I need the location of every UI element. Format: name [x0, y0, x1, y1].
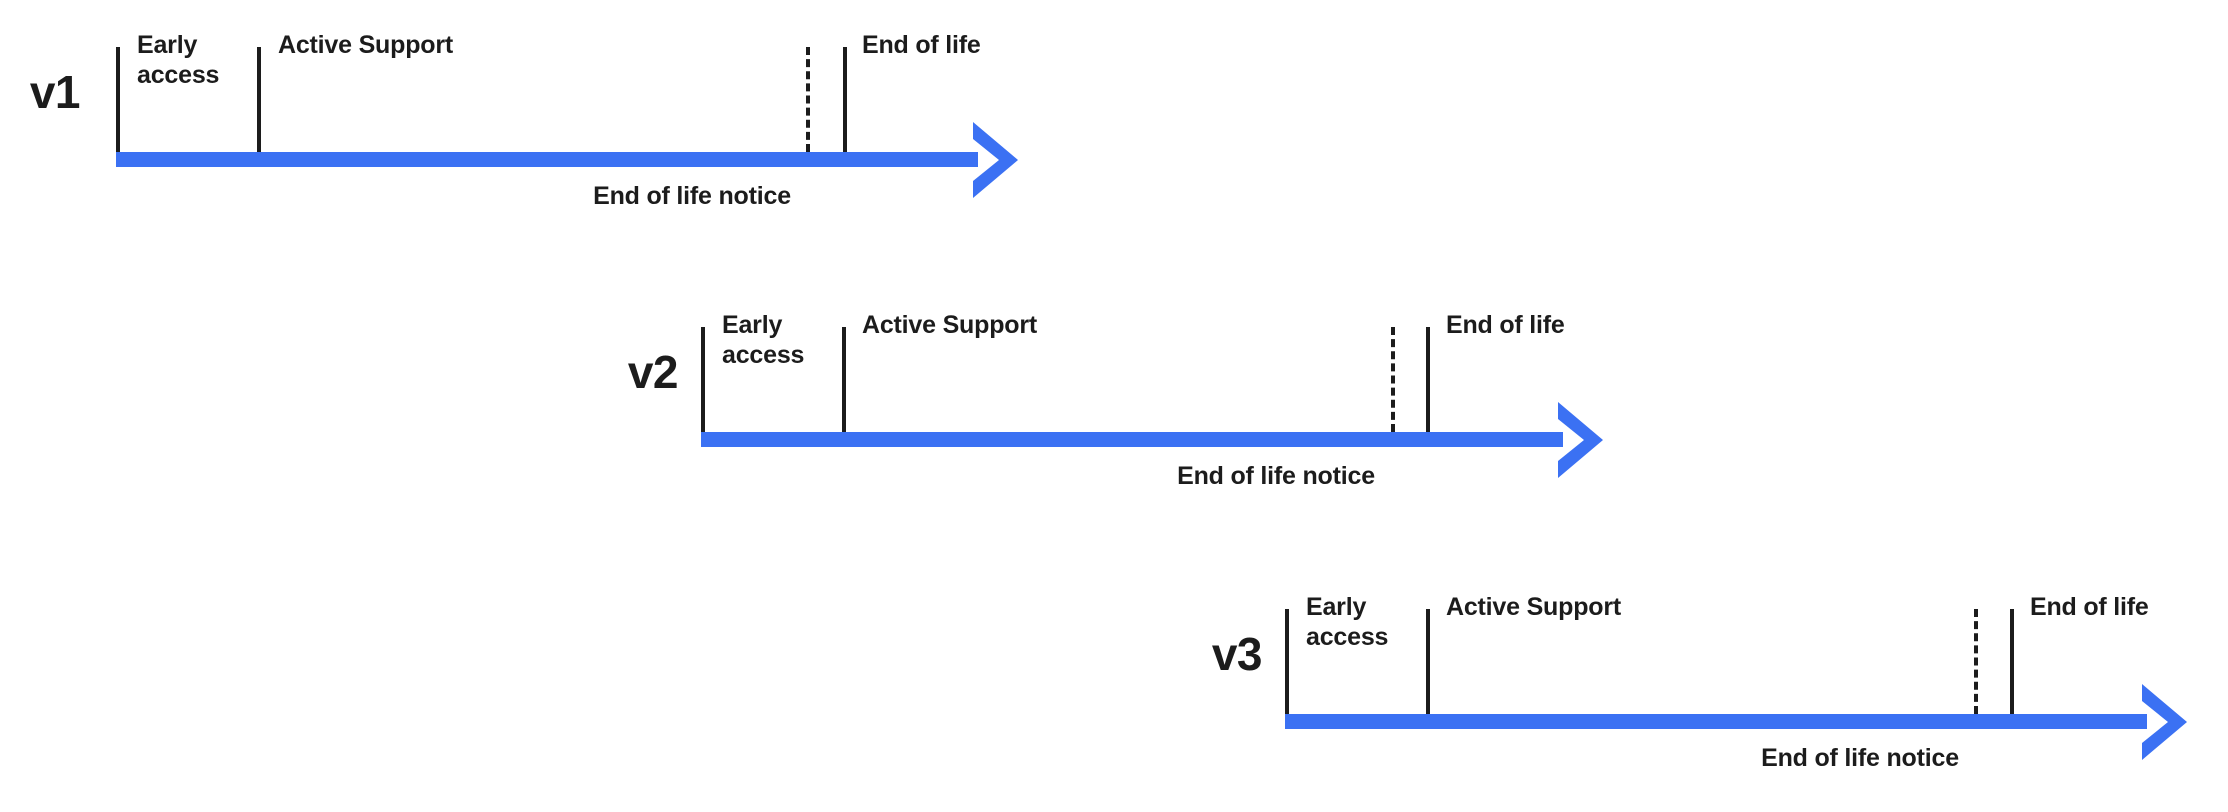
phase-label-v2-2: Active Support: [862, 311, 1037, 339]
arrow-right-icon-v2: [1551, 399, 1607, 481]
phase-label-v1-3: End of life: [862, 31, 981, 59]
end-of-life-notice-label-v1: End of life notice: [593, 182, 791, 210]
end-of-life-notice-marker-v1: [806, 47, 810, 152]
phase-divider-v2-1: [701, 327, 705, 432]
phase-label-v2-1: Early access: [722, 311, 805, 369]
phase-label-v3-3: End of life: [2030, 593, 2149, 621]
end-of-life-notice-marker-v2: [1391, 327, 1395, 432]
phase-label-v3-2: Active Support: [1446, 593, 1621, 621]
phase-divider-v1-3: [843, 47, 847, 152]
phase-divider-v3-3: [2010, 609, 2014, 714]
phase-divider-v3-1: [1285, 609, 1289, 714]
phase-divider-v2-2: [842, 327, 846, 432]
version-label-v2: v2: [627, 346, 679, 398]
end-of-life-notice-label-v3: End of life notice: [1761, 744, 1959, 772]
phase-divider-v1-2: [257, 47, 261, 152]
phase-label-v1-1: Early access: [137, 31, 220, 89]
version-label-v1: v1: [29, 66, 81, 118]
arrow-right-icon-v3: [2135, 681, 2191, 763]
phase-label-v2-3: End of life: [1446, 311, 1565, 339]
end-of-life-notice-label-v2: End of life notice: [1177, 462, 1375, 490]
phase-label-v1-2: Active Support: [278, 31, 453, 59]
arrow-right-icon-v1: [966, 119, 1022, 201]
phase-divider-v2-3: [1426, 327, 1430, 432]
phase-label-v3-1: Early access: [1306, 593, 1389, 651]
phase-divider-v3-2: [1426, 609, 1430, 714]
timeline-bar-v2: [701, 432, 1563, 447]
end-of-life-notice-marker-v3: [1974, 609, 1978, 714]
timeline-bar-v1: [116, 152, 978, 167]
timeline-bar-v3: [1285, 714, 2147, 729]
version-label-v3: v3: [1211, 628, 1263, 680]
phase-divider-v1-1: [116, 47, 120, 152]
